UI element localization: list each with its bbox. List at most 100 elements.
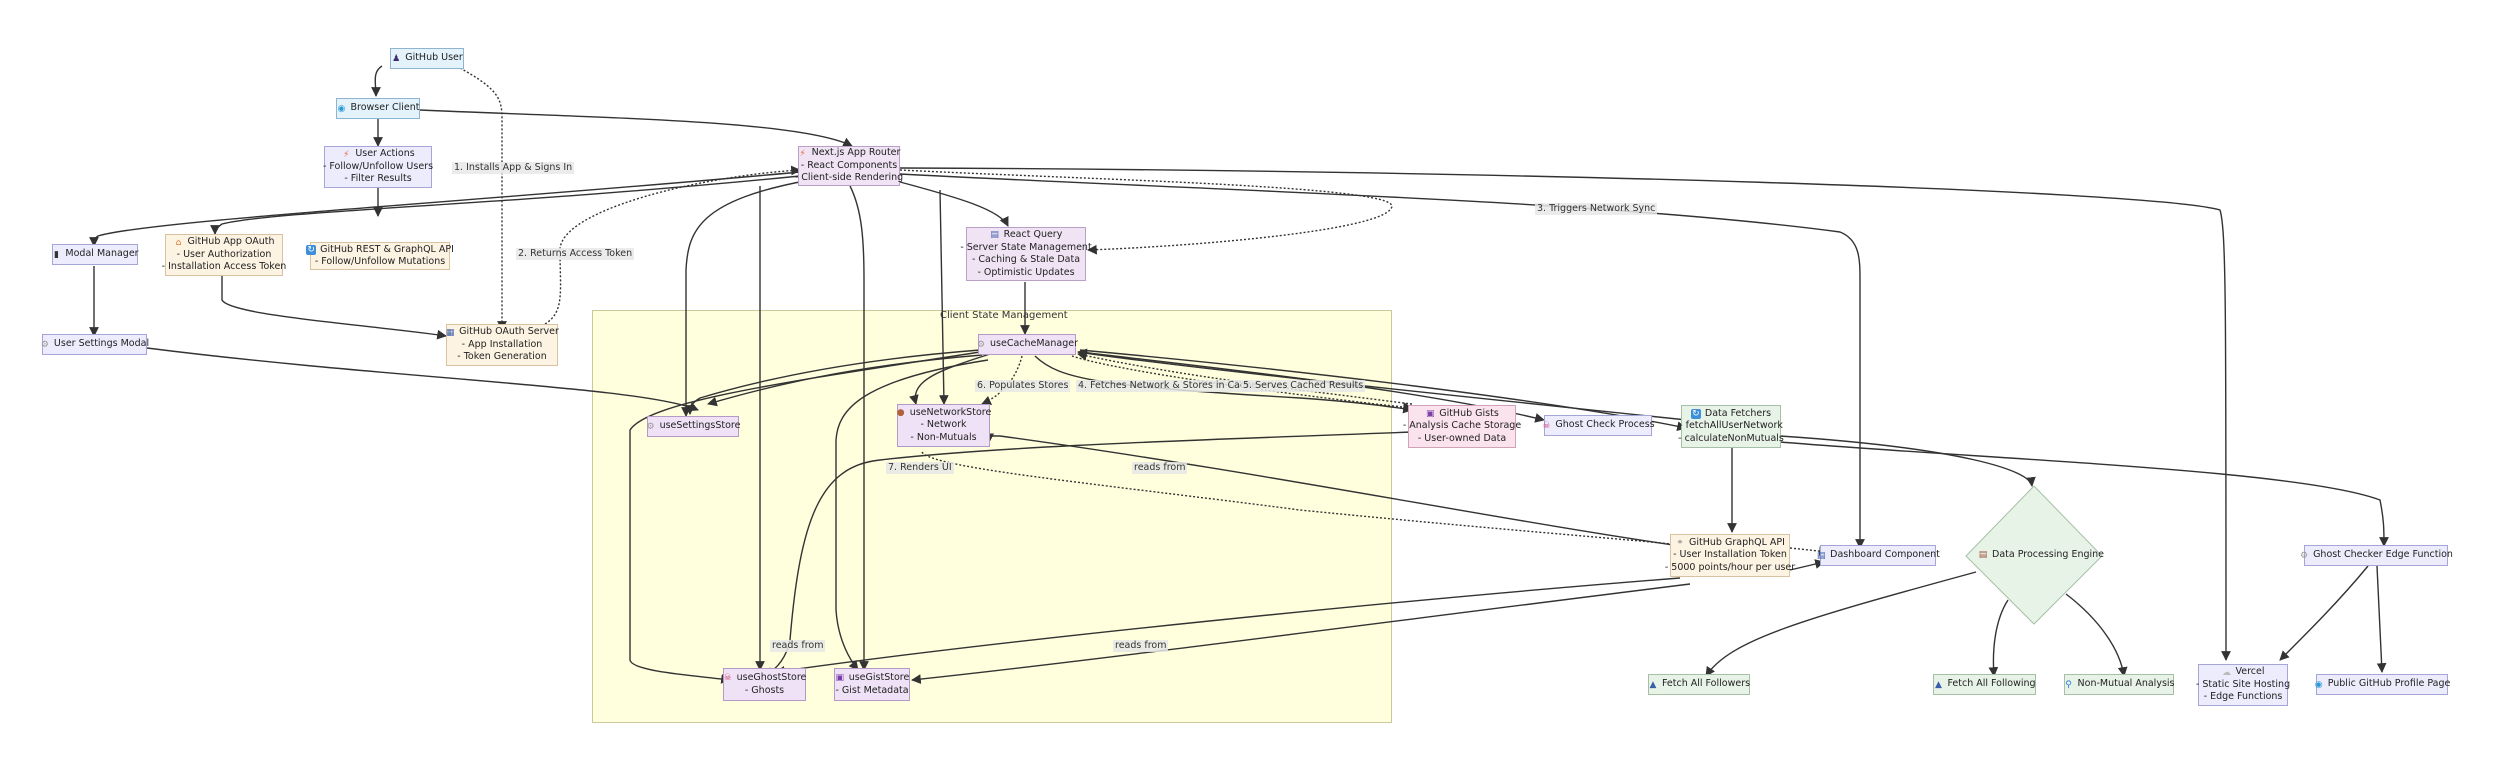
edge-label-renders-ui: 7. Renders UI <box>886 462 954 474</box>
node-github-oauth-server[interactable]: ▦GitHub OAuth Server - App Installation … <box>445 324 559 366</box>
node-fetch-all-following[interactable]: ▲Fetch All Following <box>1933 674 2036 695</box>
node-label: Vercel <box>2235 666 2265 678</box>
edge-graphql-to-networkstore <box>983 433 1681 547</box>
floppy-icon: ▣ <box>1425 409 1435 419</box>
node-data-fetchers[interactable]: ↻Data Fetchers - fetchAllUserNetwork - c… <box>1678 405 1784 448</box>
gear-icon: ⚙ <box>40 339 49 350</box>
node-non-mutual-analysis[interactable]: ⚲Non-Mutual Analysis <box>2064 674 2174 695</box>
data-processing-engine-label: ▤ Data Processing Engine <box>1978 549 2104 560</box>
edge-cache-to-gists <box>1034 355 1413 414</box>
node-use-settings-store[interactable]: ⚙useSettingsStore <box>646 416 740 437</box>
node-label: Ghost Check Process <box>1555 419 1655 431</box>
node-data-processing-engine[interactable] <box>1964 486 2104 626</box>
edge-engine-to-nonmutual <box>2065 593 2128 677</box>
edge-oauthserver-to-router <box>544 165 801 325</box>
node-fetch-all-followers[interactable]: ▲Fetch All Followers <box>1648 674 1750 695</box>
edge-engine-to-followers <box>1705 571 1977 677</box>
node-github-gists[interactable]: ▣ GitHub Gists - Analysis Cache Storage -… <box>1403 405 1521 448</box>
node-detail: - Ghosts <box>744 684 785 696</box>
edge-label-reads-from-2: reads from <box>770 640 826 652</box>
node-detail: - calculateNonMutuals <box>1678 432 1784 444</box>
node-detail: - User Installation Token <box>1673 549 1787 561</box>
node-nextjs-router[interactable]: ⚡ Next.js App Router - React Components -… <box>794 146 904 186</box>
node-ghost-check-process[interactable]: ☠ Ghost Check Process <box>1542 415 1655 436</box>
node-github-app-oauth[interactable]: ⌂GitHub App OAuth - User Authorization -… <box>162 234 286 276</box>
node-label: User Settings Modal <box>53 338 150 350</box>
ledger-icon: ▤ <box>1978 549 1988 560</box>
node-label: Public GitHub Profile Page <box>2327 678 2451 690</box>
node-detail: - Static Site Hosting <box>2195 678 2291 690</box>
edge-cache-to-giststore <box>835 359 989 671</box>
node-github-rest-api[interactable]: ↻GitHub REST & GraphQL API - Follow/Unfo… <box>306 242 454 270</box>
edge-settings-to-settingsstore <box>146 347 699 412</box>
upload-icon: ▲ <box>1649 679 1657 690</box>
node-use-cache-manager[interactable]: ⚙useCacheManager <box>977 334 1079 355</box>
node-label: Fetch All Following <box>1947 678 2036 690</box>
chart-icon: ▤ <box>1816 550 1826 561</box>
node-detail: - User-owned Data <box>1417 432 1507 444</box>
node-vercel[interactable]: ☁ Vercel - Static Site Hosting - Edge Fun… <box>2195 664 2291 706</box>
node-detail: - Follow/Unfollow Mutations <box>314 256 446 267</box>
ghost-icon: ☠ <box>723 673 732 684</box>
ghost-icon: ☠ <box>1542 420 1551 431</box>
node-detail: - Analysis Cache Storage <box>1402 420 1522 432</box>
edge-cache-to-settingsstore-2 <box>707 354 983 407</box>
edge-label-reads-from-3: reads from <box>1113 640 1169 652</box>
node-label: Modal Manager <box>65 248 139 260</box>
edge-edgefn-to-vercel <box>2279 565 2369 661</box>
node-user-actions[interactable]: ⚡User Actions - Follow/Unfollow Users - … <box>323 146 433 188</box>
edge-user-to-oauth-server <box>459 67 507 331</box>
node-dashboard-component[interactable]: ▤ Dashboard Component <box>1817 545 1940 566</box>
edge-label-populates-stores: 6. Populates Stores <box>975 380 1071 392</box>
node-use-ghost-store[interactable]: ☠useGhostStore - Ghosts <box>723 668 806 701</box>
node-label: GitHub OAuth Server <box>459 326 559 338</box>
node-detail: - fetchAllUserNetwork <box>1679 420 1783 432</box>
node-github-graphql-api[interactable]: ⚭GitHub GraphQL API - User Installation … <box>1665 534 1795 577</box>
edge-router-to-appoauth <box>210 175 801 235</box>
node-use-network-store[interactable]: ●useNetworkStore - Network - Non-Mutuals <box>897 404 991 447</box>
node-browser-client[interactable]: ◉Browser Client <box>336 98 420 119</box>
house-icon: ⌂ <box>175 237 182 248</box>
edge-router-to-giststore-1 <box>849 185 869 671</box>
node-detail: - Filter Results <box>344 173 412 185</box>
node-use-gist-store[interactable]: ▣useGistStore - Gist Metadata <box>834 668 910 701</box>
node-detail: - React Components <box>800 159 898 171</box>
gear-icon: ⚙ <box>646 421 655 432</box>
edge-label-triggers-sync: 3. Triggers Network Sync <box>1535 203 1658 215</box>
edge-graphql-to-ghoststore <box>775 577 1681 676</box>
edge-label-serves-cached: 5. Serves Cached Results <box>1241 380 1366 392</box>
lightning-icon: ⚡ <box>343 149 350 160</box>
node-label: useCacheManager <box>990 338 1079 350</box>
node-user-settings-modal[interactable]: ⚙ User Settings Modal <box>40 334 150 355</box>
edge-label-reads-from-1: reads from <box>1132 462 1188 474</box>
building-icon: ▦ <box>445 327 455 338</box>
edge-label-returns-token: 2. Returns Access Token <box>516 248 635 260</box>
edge-label-fetches-network: 4. Fetches Network & Stores in Cache <box>1076 380 1260 392</box>
node-ghost-checker-edge-function[interactable]: ⚙Ghost Checker Edge Function <box>2300 545 2453 566</box>
node-react-query[interactable]: ▤React Query - Server State Management -… <box>960 227 1092 281</box>
node-github-user[interactable]: ♟GitHub User <box>390 48 464 69</box>
node-label: GitHub Gists <box>1439 407 1499 419</box>
node-label: Next.js App Router <box>811 147 901 159</box>
node-public-profile-page[interactable]: ◉Public GitHub Profile Page <box>2315 674 2451 695</box>
node-detail: - Installation Access Token <box>161 261 287 273</box>
node-detail: - Edge Functions <box>2203 691 2283 703</box>
edge-appoauth-to-oauthserver <box>221 276 447 340</box>
node-detail: - Network <box>920 419 967 431</box>
node-label: GitHub GraphQL API <box>1689 536 1785 548</box>
edge-edgefn-to-profile <box>2376 565 2387 673</box>
refresh-icon: ↻ <box>1690 409 1701 419</box>
floppy-icon: ▣ <box>835 673 844 684</box>
node-label: useGistStore <box>848 672 910 683</box>
cloud-icon: ☁ <box>2221 667 2231 678</box>
edge-networkstore-to-graphql-dotted <box>921 451 1691 550</box>
phone-icon: ▮ <box>53 249 59 260</box>
node-label: Dashboard Component <box>1830 549 1940 561</box>
node-modal-manager[interactable]: ▮ Modal Manager <box>52 244 139 265</box>
edge-cache-to-ghoststore <box>629 351 981 684</box>
subgraph-title: Client State Management <box>940 310 1068 321</box>
edge-graphql-to-giststore <box>911 583 1691 684</box>
node-detail: - Client-side Rendering <box>794 172 904 184</box>
magnifier-icon: ⚲ <box>2065 679 2072 690</box>
lightning-icon: ⚡ <box>799 148 806 159</box>
